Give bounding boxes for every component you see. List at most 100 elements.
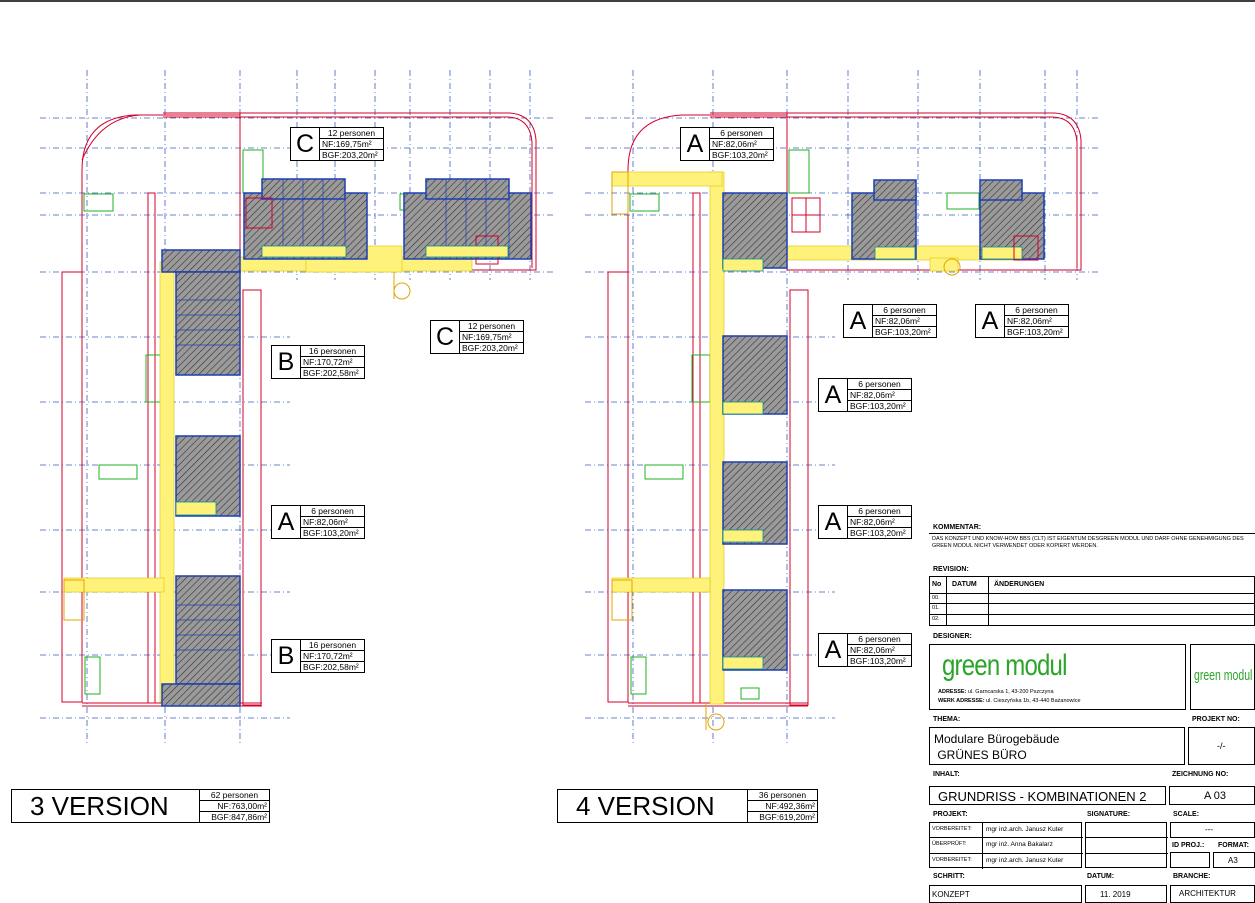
id-proj-box — [1170, 852, 1210, 868]
adresse-label: ADRESSE: — [938, 689, 967, 695]
module-tag-a-top: A 6 personen NF:82,06m² BGF:103,20m² — [680, 127, 774, 161]
module-bgf: BGF:103,20m² — [712, 150, 768, 160]
module-bgf: BGF:203,20m² — [322, 150, 378, 160]
rev-aenderungen-header: ÄNDERUNGEN — [994, 581, 1045, 588]
kommentar-text: DAS KONZEPT UND KNOW-HOW BBS (CLT) IST E… — [929, 533, 1255, 561]
datum-value: 11. 2019 — [1100, 890, 1131, 899]
module-tag-c-top: C 12 personen NF:169,75m² BGF:203,20m² — [290, 127, 384, 161]
rev-no-header: No — [932, 581, 942, 588]
person-name: mgr inż.arch. Janusz Kuter — [986, 826, 1064, 833]
module-nf: NF:82,06m² — [301, 517, 364, 528]
module-bgf: BGF:103,20m² — [850, 656, 906, 666]
module-letter: C — [430, 320, 460, 354]
format-box: A3 — [1213, 852, 1255, 868]
module-personen: 6 personen — [1005, 305, 1068, 316]
thema-heading: THEMA: — [933, 716, 961, 723]
people-box: VORBEREITET: mgr inż.arch. Janusz Kuter … — [929, 822, 1083, 869]
module-personen: 6 personen — [848, 379, 911, 390]
format-heading: FORMAT: — [1218, 842, 1249, 849]
module-info: 6 personen NF:82,06m² BGF:103,20m² — [848, 633, 912, 667]
zeichnung-value: A 03 — [1204, 790, 1227, 802]
branche-box: ARCHITEKTUR — [1170, 885, 1255, 903]
module-bgf: BGF:203,20m² — [462, 343, 518, 353]
role-label: VORBEREITET: — [932, 826, 972, 832]
module-info: 12 personen NF:169,75m² BGF:203,20m² — [460, 320, 524, 354]
module-tag-b-top: B 16 personen NF:170,72m² BGF:202,58m² — [271, 345, 365, 379]
module-nf: NF:82,06m² — [848, 645, 911, 656]
module-nf: NF:82,06m² — [873, 316, 936, 327]
version-4-plan — [585, 70, 1100, 745]
module-info: 6 personen NF:82,06m² BGF:103,20m² — [848, 378, 912, 412]
version-3-label: 3 VERSION 62 personen NF:763,00m² BGF:84… — [11, 789, 270, 823]
version-nf: NF:763,00m² — [200, 801, 269, 812]
projekt-heading: PROJEKT: — [933, 811, 968, 818]
module-info: 12 personen NF:169,75m² BGF:203,20m² — [320, 127, 384, 161]
module-bgf: BGF:103,20m² — [303, 528, 359, 538]
signature-box — [1085, 822, 1168, 868]
module-personen: 16 personen — [301, 640, 364, 651]
inhalt-box: GRUNDRISS - KOMBINATIONEN 2 — [929, 786, 1166, 805]
module-letter: A — [818, 378, 848, 412]
module-nf: NF:82,06m² — [848, 390, 911, 401]
role-label: ÜBERPRÜFT: — [932, 841, 967, 847]
revision-heading: REVISION: — [933, 566, 969, 573]
module-tag-a: A 6 personen NF:82,06m² BGF:103,20m² — [271, 505, 365, 539]
module-tag-a-3: A 6 personen NF:82,06m² BGF:103,20m² — [818, 505, 912, 539]
branche-heading: BRANCHE: — [1173, 873, 1211, 880]
module-personen: 6 personen — [848, 506, 911, 517]
module-personen: 6 personen — [873, 305, 936, 316]
version-info: 62 personen NF:763,00m² BGF:847,86m² — [200, 789, 270, 823]
module-nf: NF:169,75m² — [320, 139, 383, 150]
module-personen: 16 personen — [301, 346, 364, 357]
designer-box: green modul ADRESSE: ul. Garncarska 1, 4… — [929, 644, 1186, 710]
module-letter: A — [975, 304, 1005, 338]
module-letter: A — [680, 127, 710, 161]
module-tag-a-mid-left: A 6 personen NF:82,06m² BGF:103,20m² — [843, 304, 937, 338]
module-personen: 6 personen — [848, 634, 911, 645]
module-nf: NF:82,06m² — [1005, 316, 1068, 327]
zeichnung-box: A 03 — [1169, 786, 1255, 805]
rev-row: 02. — [932, 616, 940, 622]
module-bgf: BGF:103,20m² — [850, 401, 906, 411]
company-logo: green modul — [942, 649, 1067, 682]
person-name: mgr inż.arch. Janusz Kuter — [986, 857, 1064, 864]
projekt-no-heading: PROJEKT NO: — [1192, 716, 1240, 723]
module-nf: NF:82,06m² — [710, 139, 773, 150]
kommentar-heading: KOMMENTAR: — [933, 524, 982, 531]
module-info: 6 personen NF:82,06m² BGF:103,20m² — [710, 127, 774, 161]
schritt-heading: SCHRITT: — [933, 873, 965, 880]
branche-value: ARCHITEKTUR — [1179, 889, 1236, 898]
version-info: 36 personen NF:492,36m² BGF:619,20m² — [748, 789, 818, 823]
logo-small-box: green modul — [1190, 644, 1255, 710]
adresse-row: ADRESSE: ul. Garncarska 1, 43-200 Pszczy… — [938, 689, 1054, 696]
zeichnung-heading: ZEICHNUNG NO: — [1172, 771, 1229, 778]
rev-row: 00. — [932, 595, 940, 601]
module-personen: 12 personen — [460, 321, 523, 332]
module-letter: C — [290, 127, 320, 161]
scale-value: --- — [1205, 825, 1213, 834]
module-info: 16 personen NF:170,72m² BGF:202,58m² — [301, 345, 365, 379]
module-bgf: BGF:103,20m² — [850, 528, 906, 538]
werk-value: ul. Cieszyńska 1b, 43-440 Bażanowice — [986, 698, 1081, 704]
rev-datum-header: DATUM — [952, 581, 977, 588]
scale-heading: SCALE: — [1173, 811, 1200, 818]
module-bgf: BGF:202,58m² — [303, 368, 359, 378]
module-personen: 6 personen — [301, 506, 364, 517]
module-info: 6 personen NF:82,06m² BGF:103,20m² — [848, 505, 912, 539]
module-info: 6 personen NF:82,06m² BGF:103,20m² — [301, 505, 365, 539]
signature-heading: SIGNATURE: — [1087, 811, 1131, 818]
module-letter: A — [818, 633, 848, 667]
datum-heading: DATUM: — [1087, 873, 1115, 880]
module-nf: NF:170,72m² — [301, 651, 364, 662]
version-title: 4 VERSION — [557, 789, 748, 823]
version-personen: 36 personen — [748, 790, 817, 801]
module-tag-a-4: A 6 personen NF:82,06m² BGF:103,20m² — [818, 633, 912, 667]
thema-line-1: Modulare Bürogebäude — [934, 732, 1060, 746]
revision-table: No DATUM ÄNDERUNGEN 00. 01. 02. — [929, 576, 1255, 626]
projekt-no-box: -/- — [1188, 727, 1255, 765]
scale-box: --- — [1170, 822, 1255, 838]
id-proj-heading: ID PROJ.: — [1172, 842, 1205, 849]
version-nf: NF:492,36m² — [748, 801, 817, 812]
schritt-value: KONZEPT — [932, 890, 970, 899]
